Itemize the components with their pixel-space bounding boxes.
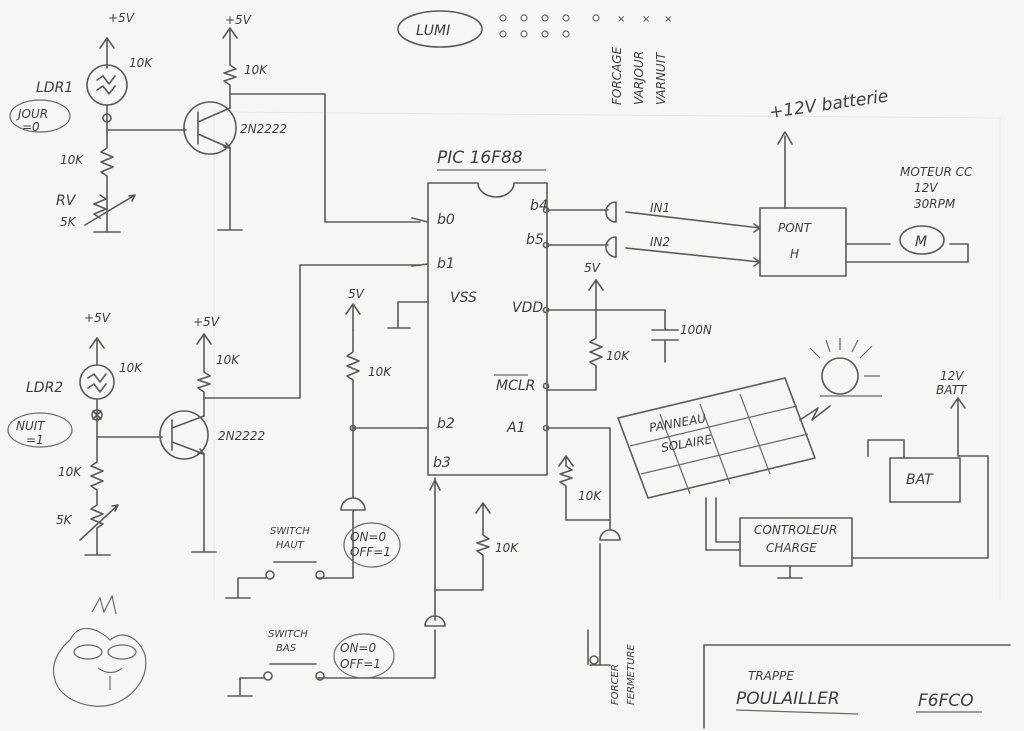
night-vcc-left: +5V [84, 311, 111, 325]
pin-vdd: VDD [512, 300, 543, 316]
night-series-r: 10K [58, 465, 82, 479]
batt-rail-2: BATT [936, 383, 968, 397]
day-pot-label: RV [56, 193, 77, 209]
motor-symbol [899, 225, 945, 255]
day-transistor-label: 2N2222 [240, 122, 287, 136]
pin-vss: VSS [450, 290, 477, 306]
switches: SWITCH HAUT ON=0 OFF=1 SWITCH BAS ON=0 O… [225, 522, 637, 705]
vdd-rail: 5V [584, 261, 601, 275]
mcu-body [427, 182, 548, 476]
switch-high-label-1: SWITCH [270, 526, 310, 537]
mode-label-day: VARJOUR [632, 51, 646, 105]
day-pot-value: 5K [60, 215, 77, 229]
selector-dots [499, 14, 600, 38]
controller-label-1: CONTROLEUR [754, 523, 837, 537]
h-bridge [759, 207, 847, 277]
pin-b0: b0 [437, 212, 455, 228]
switch-high-state-bubble [343, 522, 401, 568]
battery-symbol [889, 457, 961, 503]
force-label-2: FERMETURE [626, 644, 637, 705]
switch-high-off: OFF=1 [350, 545, 391, 559]
ldr1-label: LDR1 [36, 80, 73, 96]
svg-text:×: × [642, 14, 650, 25]
mode-label-force: FORCAGE [610, 46, 624, 105]
h-bridge-label-2: H [790, 247, 799, 261]
svg-text:×: × [617, 14, 625, 25]
controller-label-2: CHARGE [766, 541, 817, 555]
ldr2-state: =1 [26, 433, 44, 447]
title-author: F6FCO [918, 691, 974, 711]
sun-icon [821, 357, 859, 395]
title-block: TRAPPE POULAILLER F6FCO [703, 644, 1011, 729]
charge-controller [739, 517, 853, 567]
night-transistor-symbol [159, 410, 209, 460]
pin-b5: b5 [526, 232, 544, 248]
switch-low-state-bubble [333, 633, 395, 679]
day-label: LUMI [416, 23, 450, 39]
pin-a1: A1 [506, 420, 525, 436]
ldr1-r-label: 10K [129, 56, 153, 70]
switch-low-label-1: SWITCH [268, 629, 308, 640]
ldr1-note: JOUR [16, 107, 48, 121]
day-label-bubble [397, 10, 483, 48]
pin-b3: b3 [433, 455, 451, 471]
day-vcc-left: +5V [108, 11, 135, 25]
switch-low-off: OFF=1 [340, 657, 381, 671]
in1-label: IN1 [650, 201, 670, 215]
day-vcc-right: +5V [225, 13, 252, 27]
mclr-r: 10K [606, 349, 630, 363]
night-sensor: +5V 10K LDR2 NUIT =1 10K 5K 2N2222 +5V 1… [7, 264, 421, 556]
pin-mclr: MCLR [496, 378, 535, 394]
cap-label: 100N [680, 323, 712, 337]
title-main: POULAILLER [736, 689, 840, 709]
day-series-r: 10K [60, 153, 84, 167]
night-transistor-label: 2N2222 [218, 429, 265, 443]
day-sensor: +5V 10K LDR1 JOUR =0 10K RV 5K 2N2222 +5… [9, 11, 421, 233]
mcu: PIC 16F88 b0 b1 VSS b2 b3 b4 b5 VDD MCLR… [387, 148, 550, 476]
pin-b2: b2 [437, 416, 455, 432]
svg-text:×: × [664, 14, 672, 25]
a1-pullup: 10K [578, 489, 602, 503]
switch-high-label-2: HAUT [276, 540, 305, 551]
b2-pullup: 10K [368, 365, 392, 379]
motor-title-2: 12V [914, 181, 938, 195]
ldr2-label: LDR2 [26, 380, 63, 396]
mode-label-night: VARNUIT [654, 51, 668, 105]
night-collector-r: 10K [216, 353, 240, 367]
batt-rail-1: 12V [940, 369, 964, 383]
night-vcc-right: +5V [193, 315, 220, 329]
solar-panel [617, 377, 816, 499]
header: LUMI × × × FORCAGE VARJOUR VARNUIT [397, 10, 672, 105]
pin-b1: b1 [437, 256, 455, 272]
ldr2-note: NUIT [16, 419, 46, 433]
motor-title-3: 30RPM [914, 197, 956, 211]
night-pot-value: 5K [56, 513, 73, 527]
chicken-doodle-icon [52, 594, 147, 707]
motor-title-1: MOTEUR CC [900, 165, 973, 179]
day-collector-r: 10K [244, 63, 268, 77]
solar: PANNEAU SOLAIRE 12V BATT BAT CONTROLEUR … [617, 338, 989, 579]
day-transistor-symbol [183, 101, 237, 155]
switch-high-on: ON=0 [350, 530, 386, 544]
h-bridge-label-1: PONT [778, 221, 813, 235]
switch-low-label-2: BAS [276, 643, 297, 654]
b2-rail: 5V [348, 287, 365, 301]
in2-label: IN2 [650, 235, 670, 249]
mcu-title: PIC 16F88 [437, 148, 523, 168]
battery-label: BAT [906, 472, 934, 488]
ldr1-state: =0 [22, 120, 40, 134]
supply: 5V 10K 10K 100N 5V 10K 10K [317, 261, 712, 679]
title-subtitle: TRAPPE [748, 669, 794, 683]
b3-pullup: 10K [495, 541, 519, 555]
ldr2-r-label: 10K [119, 361, 143, 375]
force-label-1: FORCER [610, 664, 621, 705]
switch-low-on: ON=0 [340, 641, 376, 655]
motor-letter: M [915, 234, 927, 250]
